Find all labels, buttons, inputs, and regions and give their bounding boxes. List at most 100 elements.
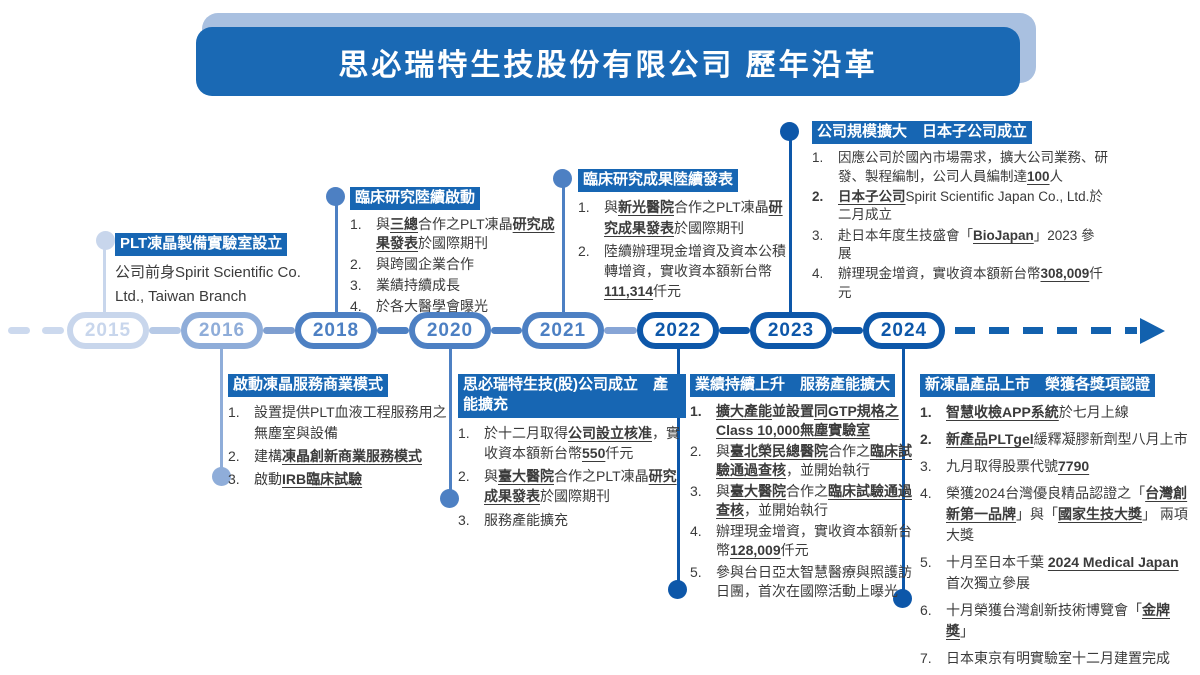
emphasis-text: 臺大醫院 bbox=[498, 468, 554, 485]
list-item-number: 3. bbox=[228, 471, 240, 488]
timeline-dot-2018 bbox=[326, 187, 345, 206]
emphasis-text: 智慧收檢APP系統 bbox=[946, 404, 1059, 421]
emphasis-text: 研究成果發表 bbox=[604, 199, 783, 236]
connector-line-2020 bbox=[449, 349, 452, 498]
event-list: 1. 於十二月取得公司設立核准，實收資本額新台幣550仟元 2. 與臺大醫院合作之PL… bbox=[458, 423, 686, 530]
list-item-number: 2. bbox=[690, 443, 702, 460]
list-item-number: 1. bbox=[690, 403, 702, 420]
connector-line-2018 bbox=[335, 197, 338, 312]
list-item-text: 於十二月取得公司設立核准，實收資本額新台幣550仟元 bbox=[484, 424, 680, 461]
emphasis-text: 2024 Medical Japan bbox=[1047, 554, 1179, 571]
event-list: 1. 擴大產能並設置同GTP規格之Class 10,000無塵實驗室 2. 與臺北榮民… bbox=[690, 402, 916, 600]
emphasis-text: 凍晶創新商業服務模式 bbox=[282, 447, 422, 464]
list-item-number: 1. bbox=[920, 404, 932, 421]
emphasis-text: 新產品PLTgel bbox=[946, 431, 1034, 448]
emphasis-text: 公司設立核准 bbox=[568, 424, 652, 441]
list-item: 5.參與台日亞太智慧醫療與照護訪日團，首次在國際活動上曝光 bbox=[690, 563, 916, 601]
timeline-dot-2024 bbox=[893, 589, 912, 608]
list-item-number: 2. bbox=[228, 447, 240, 464]
event-list: 1.因應公司於國內市場需求，擴大公司業務、研發、製程編制，公司人員編制達100人… bbox=[812, 149, 1108, 302]
event-block-2022: 業績持續上升 服務產能擴大 1. 擴大產能並設置同GTP規格之Class 10,0… bbox=[690, 374, 916, 603]
list-item-text: 與臺大醫院合作之PLT凍晶研究成果發表於國際期刊 bbox=[484, 468, 677, 505]
timeline-dot-2023 bbox=[780, 122, 799, 141]
list-item: 2.與跨國企業合作 bbox=[350, 255, 565, 274]
connector-line-2023 bbox=[789, 132, 792, 312]
year-label: 2024 bbox=[880, 319, 928, 341]
connector-line-2015 bbox=[103, 240, 106, 312]
list-item-number: 1. bbox=[228, 404, 240, 421]
list-item-text: 設置提供PLT血液工程服務用之無塵室與設備 bbox=[254, 404, 447, 441]
list-item: 2.日本子公司Spirit Scientific Japan Co., Ltd.… bbox=[812, 188, 1108, 225]
emphasis-text: IRB臨床試驗 bbox=[282, 471, 363, 488]
timeline-future-dashes bbox=[955, 327, 1137, 334]
list-item-text: 十月榮獲台灣創新技術博覽會「金牌獎」 bbox=[946, 602, 1170, 640]
list-item: 4.辦理現金增資，實收資本額新台幣308,009仟元 bbox=[812, 265, 1108, 302]
page: { "title": "思必瑞特生技股份有限公司 歷年沿革", "colors"… bbox=[8, 13, 1188, 667]
emphasis-text: 550 bbox=[582, 444, 606, 461]
list-item-text: 因應公司於國內市場需求，擴大公司業務、研發、製程編制，公司人員編制達100人 bbox=[838, 150, 1108, 184]
list-item-number: 3. bbox=[812, 227, 824, 243]
timeline-connector bbox=[719, 327, 750, 334]
list-item-number: 4. bbox=[812, 266, 824, 282]
year-pill-2024: 2024 bbox=[863, 312, 945, 349]
timeline-dot-2016 bbox=[212, 467, 231, 486]
list-item: 1.智慧收檢APP系統於七月上線 bbox=[920, 402, 1188, 423]
list-item-text: 與臺北榮民總醫院合作之臨床試驗通過查核，並開始執行 bbox=[716, 443, 912, 479]
connector-line-2016 bbox=[220, 349, 223, 476]
list-item-text: 新產品PLTgel緩釋凝膠新劑型八月上市 bbox=[946, 431, 1188, 448]
emphasis-text: 擴大產能 bbox=[716, 403, 772, 420]
year-pill-2018: 2018 bbox=[295, 312, 377, 349]
list-item-text: 九月取得股票代號7790 bbox=[946, 458, 1090, 475]
event-title: 臨床研究陸續啟動 bbox=[350, 187, 481, 211]
year-label: 2018 bbox=[312, 319, 360, 341]
timeline-connector bbox=[149, 327, 181, 334]
event-block-2023: 公司規模擴大 日本子公司成立 1.因應公司於國內市場需求，擴大公司業務、研發、製… bbox=[812, 121, 1108, 304]
event-title: PLT凍晶製備實驗室設立 bbox=[115, 233, 288, 257]
event-title: 思必瑞特生技(股)公司成立 產能擴充 bbox=[458, 374, 686, 418]
timeline-dash bbox=[8, 327, 30, 334]
year-pill-2016: 2016 bbox=[181, 312, 263, 349]
list-item-text: 陸續辦理現金增資及資本公積轉增資，實收資本額新台幣111,314仟元 bbox=[604, 242, 786, 300]
emphasis-text: 三總 bbox=[390, 216, 418, 233]
timeline-connector bbox=[491, 327, 522, 334]
timeline-connector bbox=[832, 327, 863, 334]
list-item-number: 4. bbox=[920, 485, 932, 502]
year-label: 2016 bbox=[198, 319, 246, 341]
list-item-number: 1. bbox=[458, 424, 470, 441]
emphasis-text: 臨床試驗通過查核 bbox=[716, 483, 912, 519]
list-item-text: 於各大醫學會曝光 bbox=[376, 298, 488, 315]
emphasis-text: 128,009 bbox=[730, 542, 781, 559]
list-item-text: 辦理現金增資，實收資本額新台幣128,009仟元 bbox=[716, 523, 912, 559]
event-title: 臨床研究成果陸續發表 bbox=[578, 169, 739, 193]
list-item-number: 2. bbox=[458, 468, 470, 485]
list-item-text: 榮獲2024台灣優良精品認證之「台灣創新第一品牌」與「國家生技大獎」 兩項大獎 bbox=[946, 485, 1188, 544]
list-item-number: 1. bbox=[578, 199, 590, 216]
year-pill-2023: 2023 bbox=[750, 312, 832, 349]
timeline-connector bbox=[377, 327, 409, 334]
event-title: 業績持續上升 服務產能擴大 bbox=[690, 374, 896, 398]
list-item-number: 3. bbox=[920, 458, 932, 475]
list-item: 5.十月至日本千葉 2024 Medical Japan 首次獨立參展 bbox=[920, 552, 1188, 594]
emphasis-text: 308,009 bbox=[1040, 266, 1090, 282]
emphasis-text: 金牌獎 bbox=[946, 602, 1170, 640]
page-title: 思必瑞特生技股份有限公司 歷年沿革 bbox=[338, 48, 878, 82]
list-item-text: 赴日本年度生技盛會「BioJapan」2023 參展 bbox=[838, 227, 1095, 262]
list-item: 2. 與臺北榮民總醫院合作之臨床試驗通過查核，並開始執行 bbox=[690, 442, 916, 480]
list-item: 3.服務產能擴充 bbox=[458, 510, 686, 530]
list-item-number: 4. bbox=[350, 298, 362, 315]
emphasis-text: 研究成果發表 bbox=[376, 216, 555, 252]
list-item-text: 與跨國企業合作 bbox=[376, 256, 474, 273]
list-item-number: 5. bbox=[920, 554, 932, 571]
emphasis-text: 臨床試驗通過查核 bbox=[716, 443, 912, 479]
arrow-right-icon bbox=[1140, 318, 1165, 344]
connector-line-2022 bbox=[677, 349, 680, 590]
list-item-number: 4. bbox=[690, 523, 702, 540]
year-label: 2020 bbox=[426, 319, 474, 341]
list-item-text: 擴大產能並設置同GTP規格之Class 10,000無塵實驗室 bbox=[716, 403, 899, 439]
list-item-number: 5. bbox=[690, 563, 702, 580]
list-item: 1.因應公司於國內市場需求，擴大公司業務、研發、製程編制，公司人員編制達100人 bbox=[812, 149, 1108, 186]
